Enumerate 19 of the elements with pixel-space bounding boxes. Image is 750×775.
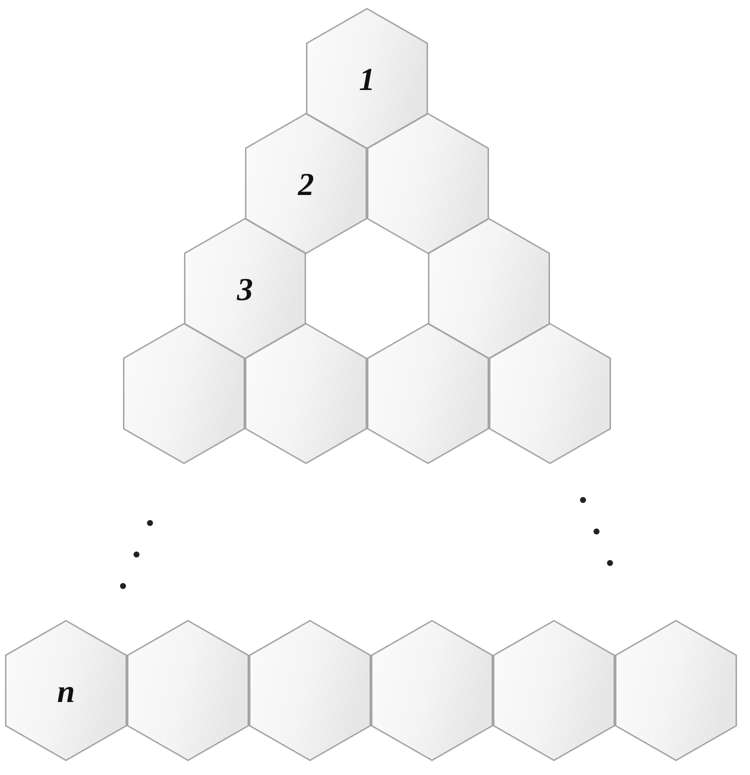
hexagon <box>493 620 615 761</box>
index-label: 1 <box>359 62 375 94</box>
hexagon <box>5 620 127 761</box>
hexagon <box>123 323 245 464</box>
hexagon <box>249 620 371 761</box>
hexagon <box>367 323 489 464</box>
index-label: 3 <box>237 272 253 304</box>
hexagon <box>245 323 367 464</box>
index-label: 2 <box>298 168 314 200</box>
hexagon <box>245 113 367 254</box>
hexagon <box>184 218 306 359</box>
hexagon <box>615 620 737 761</box>
hexagon <box>371 620 493 761</box>
hexagon <box>489 323 611 464</box>
hexagon <box>367 113 489 254</box>
hexagon <box>306 8 428 149</box>
hexagon <box>428 218 550 359</box>
hexagon <box>127 620 249 761</box>
index-label: n <box>57 674 75 706</box>
